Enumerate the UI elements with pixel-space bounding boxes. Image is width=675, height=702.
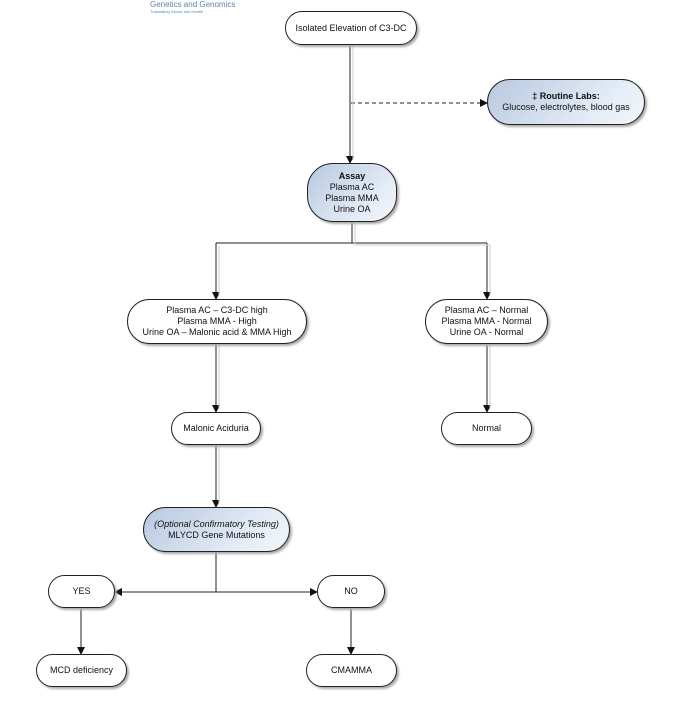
malonic-label: Malonic Aciduria: [183, 423, 249, 433]
mcd-label: MCD deficiency: [49, 665, 114, 675]
node-start-label: Isolated Elevation of C3-DC: [295, 22, 407, 33]
result-line: Plasma MMA - Normal: [441, 316, 532, 326]
logo-line2: Translating Genes Into Health: [150, 9, 203, 14]
routine-title: ‡ Routine Labs:: [532, 91, 600, 101]
node-cmamma: CMAMMA: [306, 654, 397, 687]
node-malonic-aciduria: Malonic Aciduria: [171, 412, 261, 445]
node-normal: Normal: [441, 412, 532, 445]
logo-line1: Genetics and Genomics: [150, 0, 236, 9]
optional-title: (Optional Confirmatory Testing): [154, 518, 279, 529]
assay-line: Plasma MMA: [325, 192, 379, 203]
node-yes: YES: [48, 575, 115, 608]
assay-line: Plasma AC: [329, 181, 375, 192]
result-line: Urine OA – Malonic acid & MMA High: [142, 327, 292, 337]
yes-label: YES: [72, 586, 91, 596]
assay-title: Assay: [338, 170, 366, 181]
cmamma-label: CMAMMA: [331, 665, 372, 675]
routine-body: Glucose, electrolytes, blood gas: [502, 102, 630, 112]
assay-line: Urine OA: [333, 203, 371, 214]
optional-body: MLYCD Gene Mutations: [168, 529, 265, 540]
node-mcd-deficiency: MCD deficiency: [36, 654, 127, 687]
edge-assay-split: [216, 222, 487, 244]
node-start: Isolated Elevation of C3-DC: [285, 11, 417, 45]
result-line: Urine OA - Normal: [449, 327, 524, 337]
no-label: NO: [344, 586, 358, 596]
normal-label: Normal: [471, 423, 501, 433]
result-line: Plasma AC – Normal: [444, 305, 529, 315]
result-line: Plasma MMA - High: [177, 316, 257, 326]
node-optional-testing: (Optional Confirmatory Testing)MLYCD Gen…: [143, 507, 290, 552]
node-no: NO: [317, 575, 385, 608]
result-line: Plasma AC – C3-DC high: [166, 305, 268, 315]
node-routine-labs: ‡ Routine Labs:Glucose, electrolytes, bl…: [487, 79, 645, 125]
